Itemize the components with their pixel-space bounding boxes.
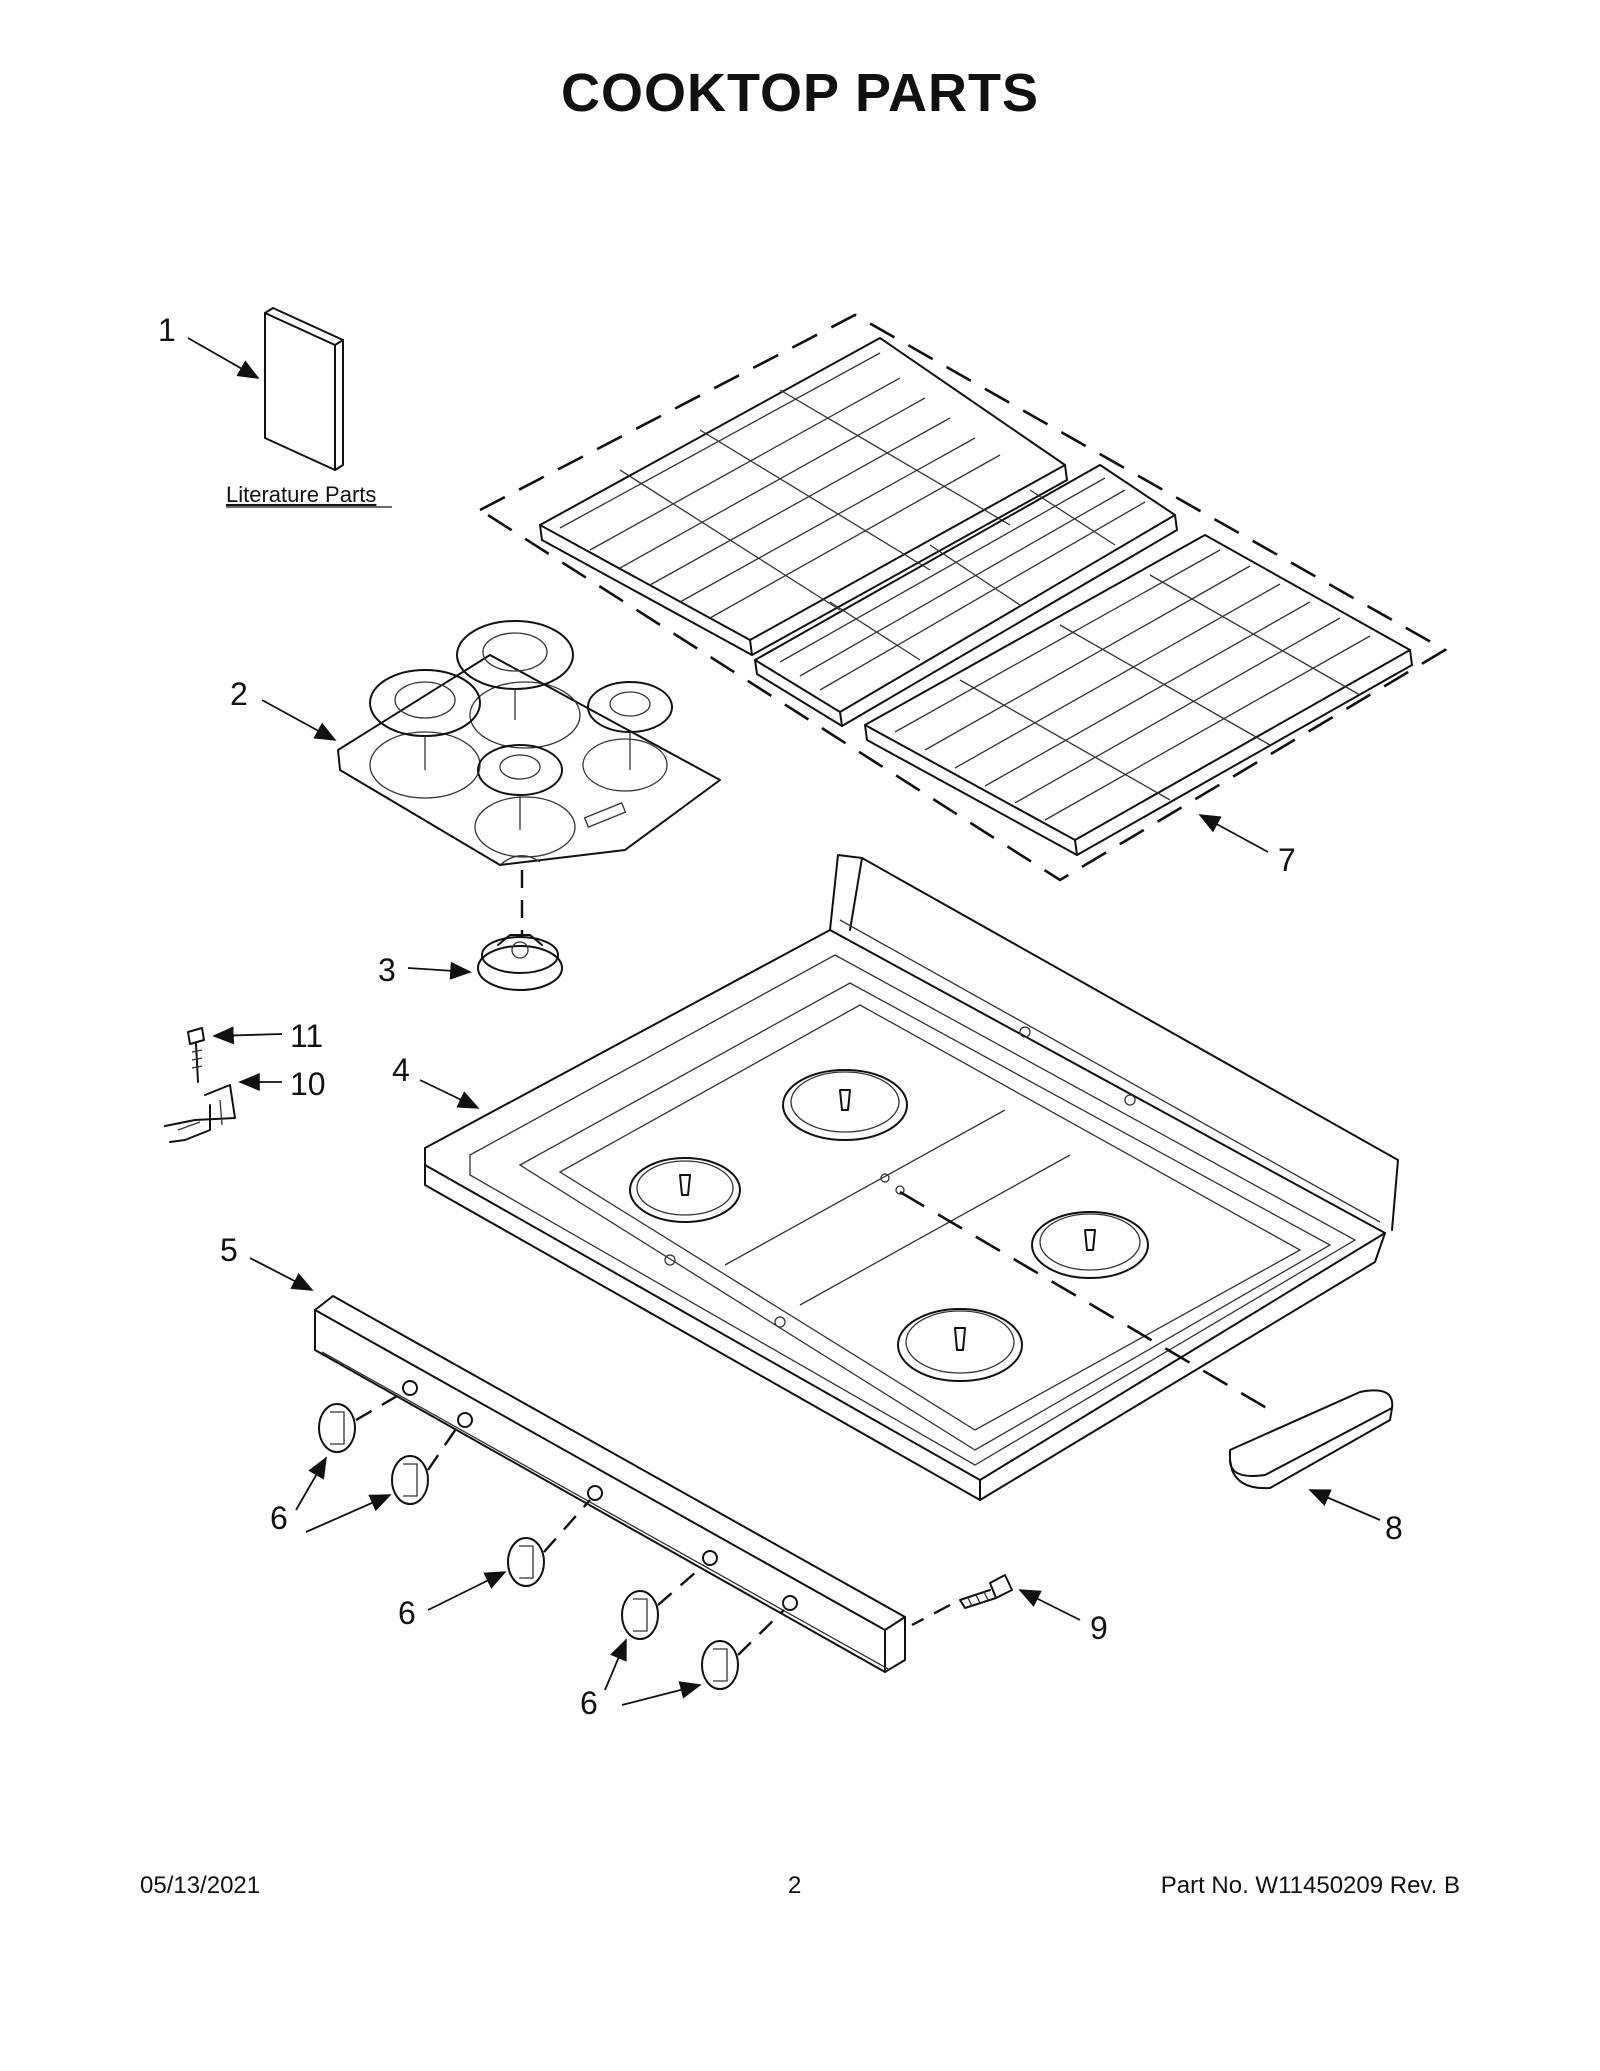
cooktop-grates[interactable] <box>477 313 1448 882</box>
callout-arrow-9 <box>1018 1589 1081 1621</box>
knob-3[interactable] <box>507 1499 591 1587</box>
screw-small[interactable] <box>187 1027 205 1083</box>
end-cap[interactable] <box>1229 1389 1394 1490</box>
callout-2: 2 <box>230 676 248 712</box>
dash-guide-screw <box>911 1603 951 1627</box>
page-title: COOKTOP PARTS <box>560 63 1040 123</box>
control-knobs[interactable] <box>318 1390 785 1690</box>
mounting-bracket[interactable] <box>164 1084 236 1143</box>
callout-arrow-2 <box>261 699 337 741</box>
footer-date: 05/13/2021 <box>140 1872 261 1899</box>
knob-1[interactable] <box>318 1390 405 1453</box>
control-panel[interactable] <box>314 1295 906 1673</box>
callout-arrow-8 <box>1308 1489 1381 1521</box>
callout-arrow-3 <box>407 961 472 980</box>
knob-5[interactable] <box>701 1609 785 1690</box>
callout-arrow-6c <box>604 1638 627 1691</box>
callout-arrow-4 <box>419 1079 480 1109</box>
callout-arrow-7 <box>1198 814 1269 853</box>
callout-arrow-6a2 <box>305 1494 392 1533</box>
knob-4[interactable] <box>621 1564 705 1640</box>
callout-arrow-6c2 <box>621 1681 702 1706</box>
callout-5: 5 <box>220 1232 238 1268</box>
callout-6a: 6 <box>270 1500 288 1536</box>
footer-part-number: Part No. W11450209 Rev. B <box>1160 1872 1460 1899</box>
literature-parts-label: Literature Parts <box>226 482 377 507</box>
callout-6b: 6 <box>398 1595 416 1631</box>
literature-booklet[interactable] <box>264 307 344 471</box>
grate-left[interactable] <box>539 337 1068 656</box>
screw-large[interactable] <box>959 1574 1013 1609</box>
callout-9: 9 <box>1090 1610 1108 1646</box>
burner-caps[interactable] <box>337 620 721 866</box>
callout-arrow-11 <box>212 1026 283 1045</box>
burner-base[interactable] <box>477 934 563 991</box>
callout-6c: 6 <box>580 1685 598 1721</box>
grate-middle[interactable] <box>754 464 1178 727</box>
knob-2[interactable] <box>391 1425 459 1505</box>
callout-1: 1 <box>158 312 176 348</box>
callout-10: 10 <box>290 1066 326 1102</box>
callout-8: 8 <box>1385 1510 1403 1546</box>
dash-guide-cap <box>899 1190 1271 1412</box>
callout-arrow-5 <box>249 1257 314 1291</box>
callout-arrow-6a <box>295 1456 327 1511</box>
main-top-panel[interactable] <box>424 854 1399 1501</box>
callout-arrow-6b <box>427 1571 507 1611</box>
callout-3: 3 <box>378 952 396 988</box>
callout-arrow-1 <box>187 337 260 379</box>
grate-right[interactable] <box>864 534 1413 856</box>
footer-page-number: 2 <box>788 1872 802 1899</box>
callout-7: 7 <box>1278 842 1296 878</box>
callout-11: 11 <box>290 1018 324 1054</box>
callout-4: 4 <box>392 1052 410 1088</box>
